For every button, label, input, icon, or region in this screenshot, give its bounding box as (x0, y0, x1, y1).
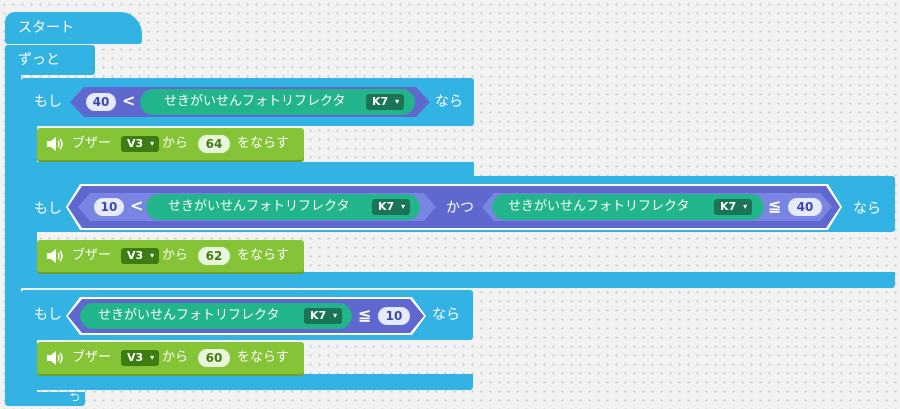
if-label-1: もし (34, 94, 62, 110)
if-block-3-foot (21, 374, 473, 390)
number-input-if3-right[interactable]: 10 (378, 307, 410, 325)
port-dropdown-k7-2a[interactable]: K7 ▾ (372, 199, 411, 215)
if-block-1-foot (21, 162, 474, 178)
ir-reflector-sensor-3[interactable]: せきがいせんフォトリフレクタ K7 ▾ (80, 303, 352, 329)
port-dropdown-k7-3[interactable]: K7 ▾ (304, 308, 343, 324)
then-label-2: なら (853, 201, 881, 217)
buzzer-block-1[interactable]: ブザー V3 ▾ から 64 をならす (37, 128, 304, 160)
chevron-down-icon: ▾ (150, 251, 155, 260)
sound-label-1: をならす (237, 136, 289, 151)
less-than-symbol-2: < (130, 196, 144, 215)
buzzer-block-3[interactable]: ブザー V3 ▾ から 60 をならす (37, 342, 304, 374)
chevron-down-icon: ▾ (333, 311, 338, 320)
port-value-k7-2a: K7 (378, 200, 395, 213)
and-label-2: かつ (446, 200, 474, 216)
buzzer-label-1: ブザー (72, 136, 112, 151)
buzzer-label-2: ブザー (72, 248, 112, 263)
sensor-label-2a: せきがいせんフォトリフレクタ (168, 199, 350, 214)
port-value-v3-2: V3 (127, 249, 144, 262)
note-input-2[interactable]: 62 (198, 247, 230, 265)
sound-label-3: をならす (237, 350, 289, 365)
port-dropdown-v3-1[interactable]: V3 ▾ (121, 136, 160, 152)
port-dropdown-k7-1[interactable]: K7 ▾ (366, 94, 405, 110)
forever-left-arm (5, 70, 21, 400)
note-input-3[interactable]: 60 (198, 349, 230, 367)
from-label-1: から (162, 136, 189, 151)
sensor-label-2b: せきがいせんフォトリフレクタ (508, 199, 690, 214)
from-label-3: から (162, 350, 189, 365)
less-equal-symbol-3: ≦ (358, 305, 372, 324)
loop-arrow-icon: ⮌ (70, 390, 80, 404)
if-block-2-foot (21, 272, 895, 288)
less-than-symbol-1: < (122, 91, 136, 110)
buzzer-label-3: ブザー (72, 350, 112, 365)
sound-label-2: をならす (237, 248, 289, 263)
number-input-if2-left[interactable]: 10 (94, 198, 124, 216)
note-input-1[interactable]: 64 (198, 135, 230, 153)
forever-bottom-bar (5, 392, 85, 406)
ir-reflector-sensor-2b[interactable]: せきがいせんフォトリフレクタ K7 ▾ (492, 194, 764, 220)
forever-label: ずっと (18, 52, 60, 68)
speaker-icon (47, 249, 63, 263)
number-input-if1-left[interactable]: 40 (86, 93, 116, 111)
if-label-2: もし (34, 201, 62, 217)
speaker-icon (47, 137, 63, 151)
port-dropdown-v3-3[interactable]: V3 ▾ (121, 350, 160, 366)
chevron-down-icon: ▾ (150, 139, 155, 148)
port-value-k7-2b: K7 (720, 200, 737, 213)
sensor-label-1: せきがいせんフォトリフレクタ (164, 94, 346, 109)
number-input-if2-right[interactable]: 40 (788, 198, 822, 216)
then-label-1: なら (435, 94, 463, 110)
start-hat-block[interactable] (5, 12, 142, 44)
ir-reflector-sensor-1[interactable]: せきがいせんフォトリフレクタ K7 ▾ (140, 89, 415, 115)
chevron-down-icon: ▾ (401, 202, 406, 211)
port-dropdown-k7-2b[interactable]: K7 ▾ (714, 199, 753, 215)
chevron-down-icon: ▾ (150, 353, 155, 362)
port-value-k7-1: K7 (372, 95, 389, 108)
from-label-2: から (162, 248, 189, 263)
port-dropdown-v3-2[interactable]: V3 ▾ (121, 248, 160, 264)
port-value-k7-3: K7 (310, 309, 327, 322)
sensor-label-3: せきがいせんフォトリフレクタ (98, 308, 280, 323)
port-value-v3-3: V3 (127, 351, 144, 364)
ir-reflector-sensor-2a[interactable]: せきがいせんフォトリフレクタ K7 ▾ (146, 194, 420, 220)
then-label-3: なら (432, 307, 460, 323)
port-value-v3-1: V3 (127, 137, 144, 150)
chevron-down-icon: ▾ (743, 202, 748, 211)
chevron-down-icon: ▾ (395, 97, 400, 106)
speaker-icon (47, 351, 63, 365)
less-equal-symbol-2: ≦ (768, 196, 782, 215)
start-label: スタート (18, 20, 74, 36)
buzzer-block-2[interactable]: ブザー V3 ▾ から 62 をならす (37, 240, 304, 272)
if-label-3: もし (34, 307, 62, 323)
